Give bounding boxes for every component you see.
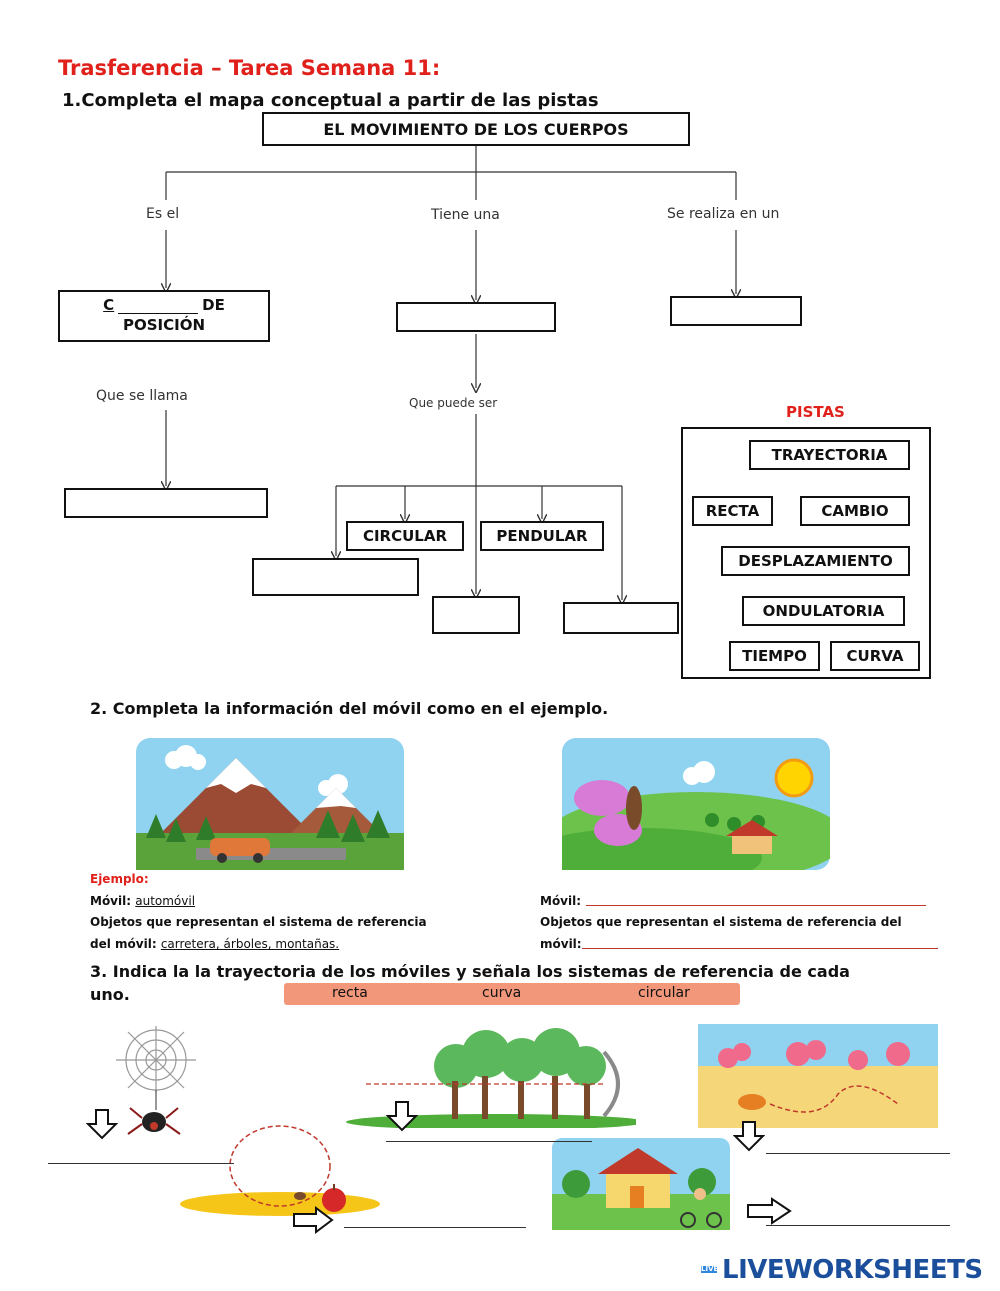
root-box: EL MOVIMIENTO DE LOS CUERPOS: [262, 112, 690, 146]
page-title: Trasferencia – Tarea Semana 11:: [58, 56, 441, 80]
option-circular-label: circular: [638, 985, 690, 1001]
box-c-letter: C: [103, 296, 115, 314]
movil-label: Móvil:: [90, 894, 132, 908]
option-recta: recta: [332, 985, 368, 1001]
right-objetos-answer-line[interactable]: [582, 948, 938, 949]
movil-value: automóvil: [135, 894, 196, 908]
bike-answer-line[interactable]: [766, 1225, 950, 1226]
q1-heading: 1.Completa el mapa conceptual a partir d…: [62, 90, 599, 111]
option-pendular: PENDULAR: [480, 521, 604, 551]
answer-box-desplazamiento[interactable]: [64, 488, 268, 518]
clue-tiempo: TIEMPO: [729, 641, 820, 671]
clue-cambio: CAMBIO: [800, 496, 910, 526]
archery-answer-line[interactable]: [386, 1141, 592, 1142]
link-right: Se realiza en un: [667, 206, 780, 222]
trajectory-options-bar: recta curva circular: [284, 983, 740, 1005]
answer-box-ondulatoria[interactable]: [252, 558, 419, 596]
right-movil-label: Móvil:: [540, 894, 582, 908]
objetos-label-line1: Objetos que representan el sistema de re…: [90, 915, 427, 929]
right-objetos-line1: Objetos que representan el sistema de re…: [540, 915, 902, 929]
answer-box-trayectoria[interactable]: [396, 302, 556, 332]
crab-answer-line[interactable]: [766, 1153, 950, 1154]
answer-box-curva[interactable]: [563, 602, 679, 634]
link-que-puede-ser: Que puede ser: [409, 396, 498, 410]
down-arrow-icon: [733, 1121, 765, 1152]
clue-trayectoria: TRAYECTORIA: [749, 440, 910, 470]
apple-circle-illustration: [180, 1125, 380, 1216]
ejemplo-label: Ejemplo:: [90, 872, 149, 886]
box-de: DE: [202, 296, 225, 314]
liveworksheets-brand: LIVEWORKSHEETS: [722, 1255, 983, 1285]
archery-trees-illustration: [346, 1028, 636, 1128]
box-cambio-posicion: C DE POSICIÓN: [58, 290, 270, 342]
objetos-label-line2: del móvil:: [90, 937, 157, 951]
pistas-title: PISTAS: [786, 403, 845, 421]
clue-ondulatoria: ONDULATORIA: [742, 596, 905, 626]
option-curva: curva: [482, 985, 522, 1001]
clue-curva: CURVA: [830, 641, 920, 671]
right-movil-answer-line[interactable]: [586, 905, 926, 906]
objetos-value: carretera, árboles, montañas.: [160, 937, 340, 951]
answer-box-tiempo[interactable]: [670, 296, 802, 326]
spider-web-illustration: [116, 1026, 196, 1135]
q3-heading-line2: uno.: [90, 985, 130, 1004]
box-posicion: POSICIÓN: [122, 316, 206, 334]
link-middle: Tiene una: [431, 207, 500, 223]
house-bike-illustration: [552, 1138, 730, 1230]
option-circular: CIRCULAR: [346, 521, 464, 551]
mountain-car-illustration: [136, 738, 404, 870]
link-left: Es el: [146, 206, 180, 222]
q2-heading: 2. Completa la información del móvil com…: [90, 699, 609, 718]
down-arrow-icon: [86, 1109, 118, 1140]
crab-beach-illustration: [698, 1024, 938, 1128]
right-arrow-icon: [293, 1206, 334, 1234]
clue-desplazamiento: DESPLAZAMIENTO: [721, 546, 910, 576]
q3-heading-line1: 3. Indica la la trayectoria de los móvil…: [90, 962, 850, 981]
link-que-se-llama: Que se llama: [96, 388, 188, 404]
apple-answer-line[interactable]: [344, 1227, 526, 1228]
concept-map-connectors: [0, 146, 1000, 700]
logo-letters: LIVE: [701, 1264, 719, 1273]
down-arrow-icon: [386, 1101, 418, 1132]
butterfly-field-illustration: [562, 738, 830, 870]
right-arrow-icon: [747, 1197, 792, 1225]
right-objetos-line2: móvil:: [540, 937, 582, 951]
spider-answer-line[interactable]: [48, 1163, 234, 1164]
pistas-panel: [681, 427, 931, 679]
clue-recta: RECTA: [692, 496, 773, 526]
liveworksheets-logo-icon: LIVE: [698, 1256, 720, 1282]
answer-box-recta[interactable]: [432, 596, 520, 634]
